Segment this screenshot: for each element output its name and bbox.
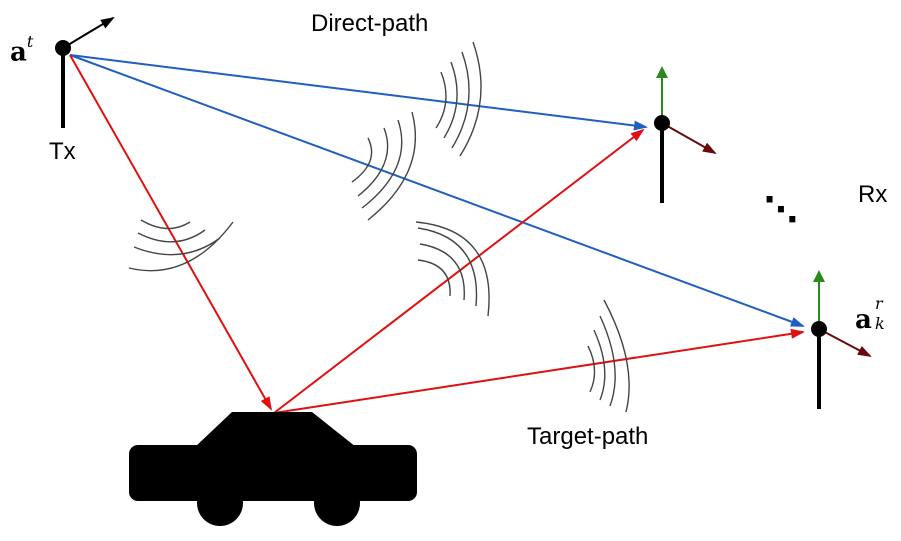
direct-path-label: Direct-path [311, 10, 429, 37]
rxk-side-axis-arrow [818, 328, 872, 357]
rx-steering-vector-label: a [855, 305, 872, 335]
rx-vector-indices: r k [875, 296, 885, 332]
wave-arc-group-1 [435, 41, 482, 157]
car-wheel-front [197, 480, 243, 526]
wave-arc-group-3 [128, 219, 234, 272]
direct-path-arrow-rxk [69, 54, 805, 327]
rx-ellipsis: ⋱ [764, 190, 798, 230]
car-cabin [195, 412, 356, 447]
rx-antenna-1 [654, 66, 717, 203]
rx-vector-superscript: r [875, 294, 883, 313]
rx-vector-subscript: k [875, 314, 885, 333]
car-body [129, 445, 417, 501]
tx-steering-vector-label: at [10, 32, 33, 68]
rx-vector-base: a [855, 305, 872, 335]
target-car [129, 412, 417, 526]
tx-vector-superscript: t [26, 32, 34, 51]
wave-arc-group-5 [587, 299, 630, 413]
target-path-label: Target-path [527, 423, 649, 450]
direct-path-arrow-rx1 [69, 54, 648, 131]
rxk-node [811, 321, 827, 337]
tx-to-target-arrow [69, 54, 272, 411]
rx-antenna-k [811, 270, 872, 409]
rx1-side-axis-arrow [661, 122, 717, 154]
target-path-arrow-rx1 [273, 128, 645, 414]
tx-vector-base: a [10, 37, 27, 68]
wave-arc-group-2 [351, 111, 416, 221]
rx1-node [654, 115, 670, 131]
target-path-arrow-rxk [273, 328, 805, 414]
tx-label: Tx [49, 138, 76, 165]
car-wheel-rear [314, 480, 360, 526]
wave-arcs [128, 41, 630, 413]
wave-arc-group-4 [415, 221, 490, 317]
tx-antenna [55, 16, 115, 128]
rx-label: Rx [858, 181, 888, 208]
tx-orientation-arrow [62, 16, 115, 49]
